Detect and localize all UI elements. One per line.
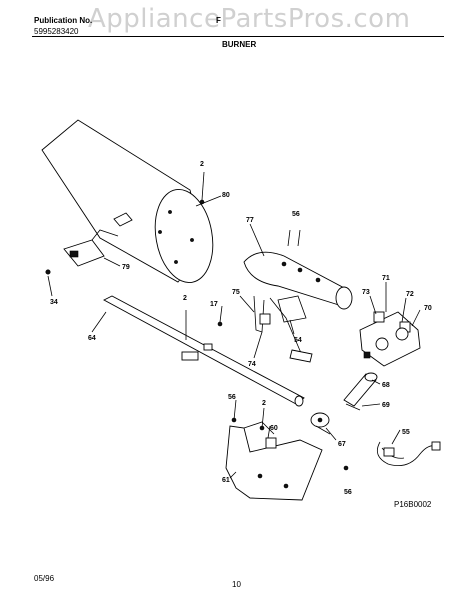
inlet-pipe-part: [343, 372, 378, 411]
callout-label: 68: [382, 382, 390, 389]
screws: [199, 171, 349, 471]
callout-label: 54: [294, 337, 302, 344]
sensor-bracket-part: [45, 229, 119, 275]
callout-label: 34: [50, 299, 58, 306]
callout-label: 60: [270, 425, 278, 432]
callout-label: 79: [122, 264, 130, 271]
callout-label: 69: [382, 402, 390, 409]
callout-label: 64: [88, 335, 96, 342]
burner-tube-part: [243, 229, 353, 310]
callout-labels: 2 80 77 56 79 34 2 17 75 64 54 74 71 73 …: [50, 161, 432, 496]
callout-label: 70: [424, 305, 432, 312]
callout-label: 2: [183, 295, 187, 302]
wire-harness-part: [376, 441, 441, 467]
callout-label: 56: [292, 211, 300, 218]
callout-label: 67: [338, 441, 346, 448]
callout-label: 55: [402, 429, 410, 436]
callout-label: 17: [210, 301, 218, 308]
mounting-bracket-part: [225, 421, 323, 501]
callout-label: 72: [406, 291, 414, 298]
callout-label: 56: [344, 489, 352, 496]
callout-label: 61: [222, 477, 230, 484]
drum-part: [41, 119, 214, 283]
callout-label: 73: [362, 289, 370, 296]
footer-date: 05/96: [34, 574, 55, 583]
callout-label: 80: [222, 192, 230, 199]
publication-label: Publication No.: [34, 16, 93, 25]
header-rule: [32, 36, 444, 37]
callout-label: 71: [382, 275, 390, 282]
callout-label: 56: [228, 394, 236, 401]
watermark: AppliancePartsPros.com: [88, 4, 411, 34]
model-number: F: [216, 16, 221, 25]
gas-valve-part: [359, 311, 421, 367]
thermostat-part: [310, 412, 331, 435]
callout-label: 74: [248, 361, 256, 368]
leader-lines: [47, 195, 421, 479]
burner-rail-part: [103, 295, 305, 407]
section-title: BURNER: [222, 40, 257, 49]
igniter-part: [253, 295, 313, 363]
diagram-code: P16B0002: [394, 500, 432, 509]
callout-label: 2: [262, 400, 266, 407]
callout-label: 2: [200, 161, 204, 168]
publication-number: 5995283420: [34, 27, 79, 36]
callout-label: 75: [232, 289, 240, 296]
callout-label: 77: [246, 217, 254, 224]
page-number: 10: [232, 580, 241, 589]
